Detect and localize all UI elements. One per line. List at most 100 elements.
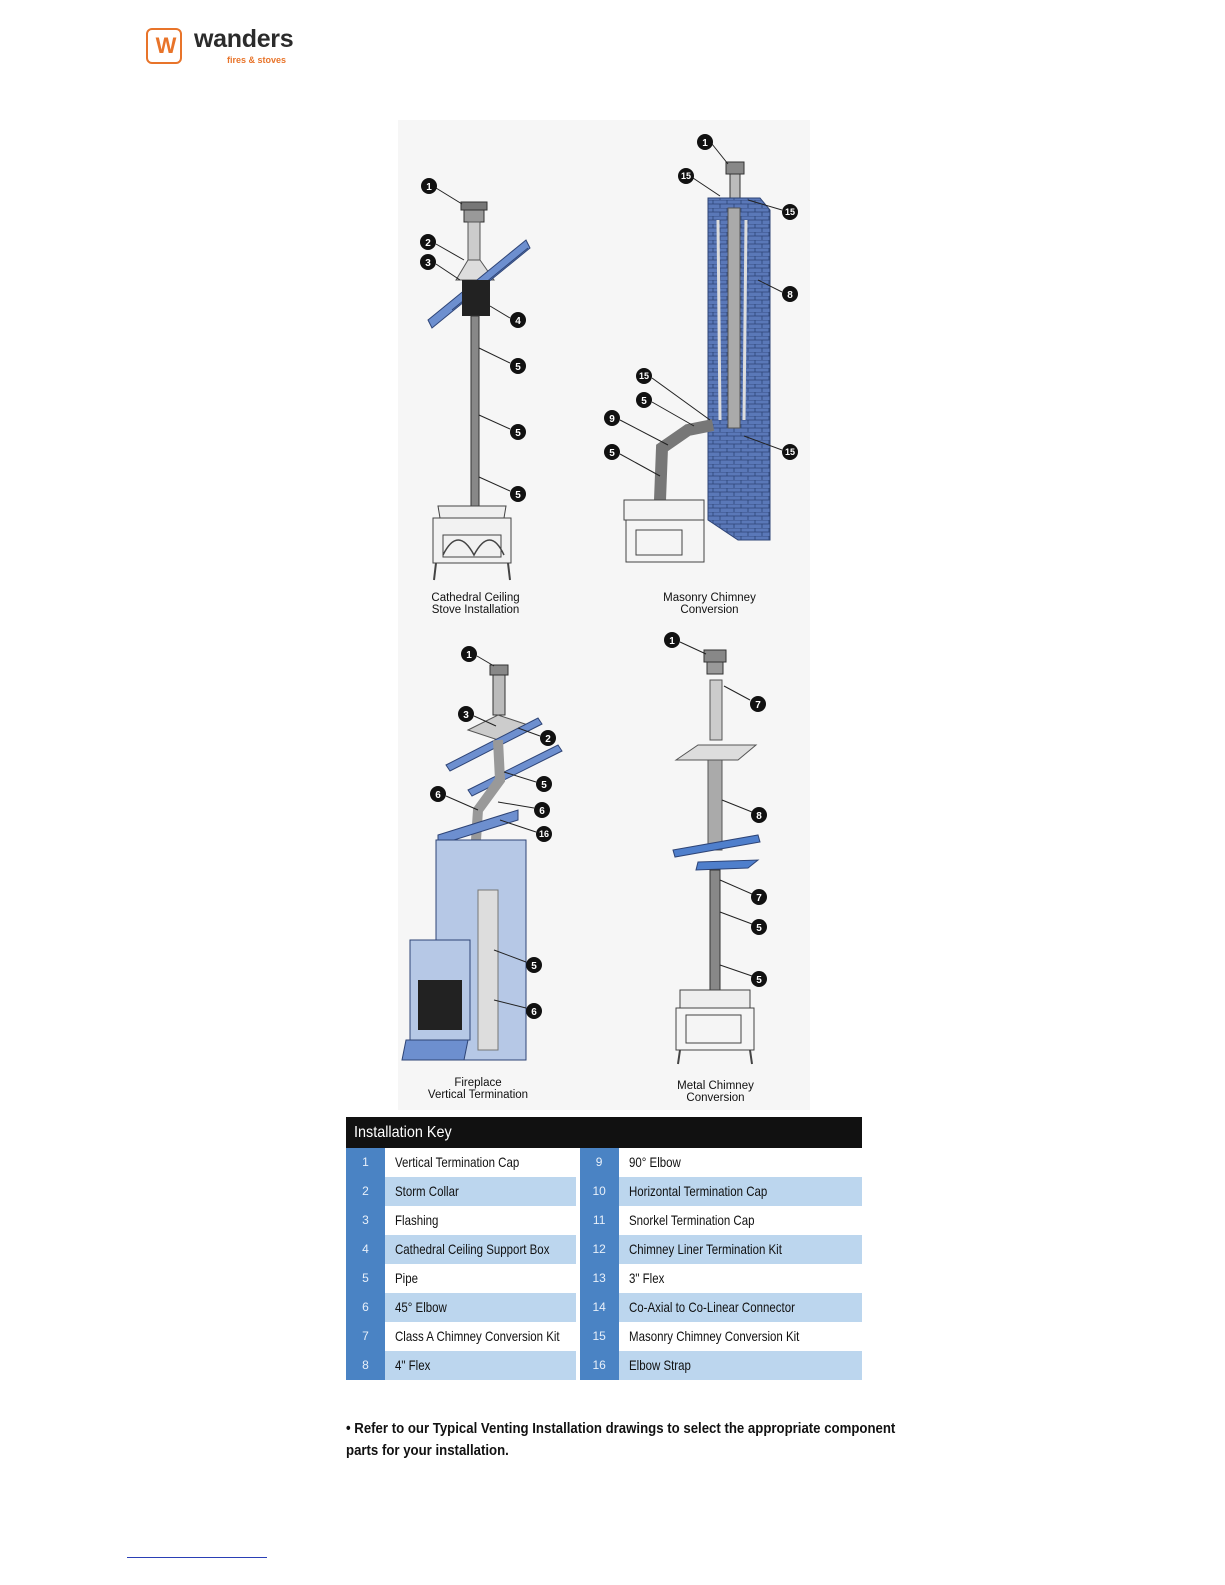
callout-marker [540,730,556,746]
callout-marker [750,696,766,712]
callout-label: 5 [609,448,615,459]
diagram-metal-chimney [672,649,761,1065]
key-divider [575,1235,580,1264]
callout-label: 15 [785,207,795,217]
callout-label: 3 [463,710,469,721]
callout-label: 5 [515,490,521,501]
callout-marker [420,234,436,250]
key-divider [575,1148,580,1177]
callout-marker [510,424,526,440]
callout-label: 16 [539,829,549,839]
key-label: Chimney Liner Termination Kit [618,1235,862,1264]
callout-marker [751,971,767,987]
key-number: 15 [579,1322,619,1351]
key-number: 3 [346,1206,385,1235]
callout-label: 1 [702,138,708,149]
key-divider [575,1206,580,1235]
caption-metal-chimney: Metal Chimney Conversion [648,1080,783,1104]
diagram-fireplace [401,664,563,1061]
callout-label: 1 [426,182,432,193]
callout-marker [751,919,767,935]
key-label: Horizontal Termination Cap [618,1177,862,1206]
caption-line2: Vertical Termination [427,1089,529,1101]
installation-key-title: Installation Key [346,1117,862,1148]
callout-label: 6 [539,806,545,817]
key-label: Snorkel Termination Cap [618,1206,862,1235]
callout-marker [526,1003,542,1019]
note-line1: • Refer to our Typical Venting Installat… [346,1420,896,1437]
caption-line1: Masonry Chimney [663,592,756,604]
callout-marker [510,358,526,374]
diagram-cathedral-ceiling [427,201,531,581]
key-label: 90° Elbow [618,1148,862,1177]
key-label: Flashing [384,1206,576,1235]
callout-marker [534,802,550,818]
callout-marker [461,646,477,662]
key-label: Vertical Termination Cap [384,1148,576,1177]
key-label: Storm Collar [384,1177,576,1206]
key-number: 16 [579,1351,619,1380]
callout-label: 6 [531,1007,537,1018]
key-label: Co-Axial to Co-Linear Connector [618,1293,862,1322]
callout-label: 9 [609,414,615,425]
callout-label: 5 [756,975,762,986]
callout-marker [782,204,798,220]
callout-label: 8 [756,811,762,822]
diagram-masonry-chimney [623,161,771,563]
venting-diagrams: 1 2 3 4 5 5 5 1 15 15 8 15 5 9 5 15 1 3 … [398,120,810,1110]
caption-masonry-chimney: Masonry Chimney Conversion [642,592,777,616]
callout-label: 5 [515,362,521,373]
callout-label: 5 [541,780,547,791]
key-number: 9 [579,1148,619,1177]
callout-label: 2 [425,238,431,249]
installation-note: • Refer to our Typical Venting Installat… [346,1418,895,1462]
callout-marker [636,368,652,384]
key-label: Cathedral Ceiling Support Box [384,1235,576,1264]
callout-label: 5 [531,961,537,972]
caption-fireplace: Fireplace Vertical Termination [408,1077,548,1101]
callout-marker [510,312,526,328]
caption-line1: Cathedral Ceiling [431,592,520,604]
note-line2: parts for your installation. [346,1442,509,1459]
key-number: 12 [579,1235,619,1264]
callout-label: 3 [425,258,431,269]
caption-line2: Stove Installation [431,604,520,616]
brand-name: wanders [194,25,294,53]
callout-label: 15 [785,447,795,457]
callout-marker [510,486,526,502]
callout-label: 5 [515,428,521,439]
callout-marker [430,786,446,802]
key-divider [575,1177,580,1206]
caption-line2: Conversion [686,1092,745,1104]
key-number: 11 [579,1206,619,1235]
brand-logo: W wanders fires & stoves [146,25,316,68]
key-number: 13 [579,1264,619,1293]
callout-marker [664,632,680,648]
callout-marker [678,168,694,184]
callout-label: 1 [669,636,675,647]
callout-label: 6 [435,790,441,801]
key-label: Pipe [384,1264,576,1293]
callout-marker [420,254,436,270]
callout-label: 4 [515,316,521,327]
key-divider [575,1293,580,1322]
key-divider [575,1351,580,1380]
key-number: 14 [579,1293,619,1322]
venting-illustration: 1 2 3 4 5 5 5 1 15 15 8 15 5 9 5 15 1 3 … [401,134,798,1065]
callout-marker [458,706,474,722]
callout-marker [604,444,620,460]
key-label: Elbow Strap [618,1351,862,1380]
key-number: 8 [346,1351,385,1380]
callout-label: 7 [755,700,761,711]
key-number: 1 [346,1148,385,1177]
callout-label: 5 [641,396,647,407]
caption-line1: Metal Chimney [677,1080,754,1092]
caption-line2: Conversion [680,604,739,616]
key-label: Class A Chimney Conversion Kit [384,1322,576,1351]
key-number: 7 [346,1322,385,1351]
